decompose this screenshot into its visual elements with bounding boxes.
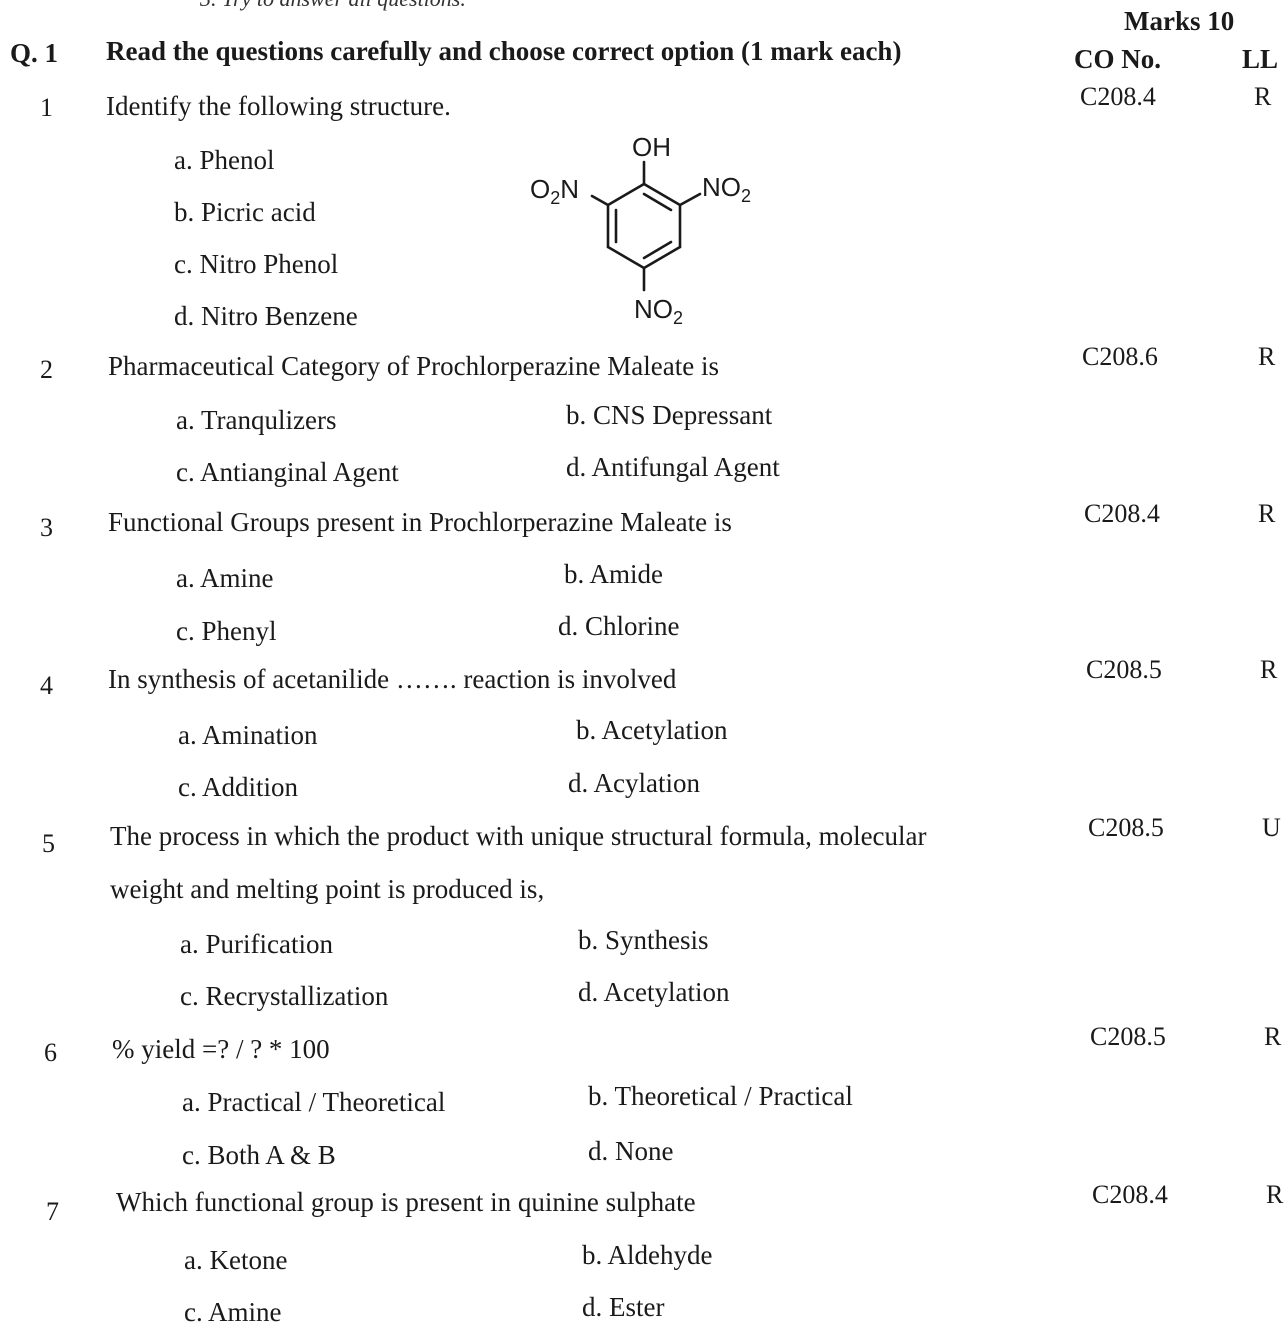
co-number: C208.5 xyxy=(1090,1022,1166,1051)
question-text-continued: weight and melting point is produced is, xyxy=(110,874,545,904)
option-c: c. Both A & B xyxy=(182,1140,336,1170)
option-c: c. Addition xyxy=(178,772,298,802)
co-number: C208.5 xyxy=(1086,655,1162,684)
option-b: b. Theoretical / Practical xyxy=(588,1081,853,1111)
question-text: The process in which the product with un… xyxy=(110,821,927,851)
option-c: c. Antianginal Agent xyxy=(176,457,399,487)
option-d: d. Ester xyxy=(582,1292,665,1322)
marks-label: Marks 10 xyxy=(1124,6,1235,36)
co-number: C208.5 xyxy=(1088,813,1164,842)
section-title: Read the questions carefully and choose … xyxy=(106,36,902,66)
option-b: b. CNS Depressant xyxy=(566,400,773,430)
learning-level: U xyxy=(1262,813,1281,842)
option-b: b. Picric acid xyxy=(174,197,316,227)
option-d: d. Acetylation xyxy=(578,977,730,1007)
question-text: Identify the following structure. xyxy=(106,91,451,121)
learning-level: R xyxy=(1266,1180,1284,1209)
question-number: 2 xyxy=(40,355,53,384)
co-number: C208.4 xyxy=(1092,1180,1168,1209)
question-text: Functional Groups present in Prochlorper… xyxy=(108,507,732,537)
co-number: C208.4 xyxy=(1084,499,1160,528)
learning-level: R xyxy=(1254,82,1272,111)
left-nitro-label: O2N xyxy=(530,174,579,208)
co-number: C208.6 xyxy=(1082,342,1158,371)
learning-level: R xyxy=(1258,342,1276,371)
question-number: 5 xyxy=(42,829,55,858)
learning-level: R xyxy=(1258,499,1276,528)
question-number: 6 xyxy=(44,1038,57,1067)
picric-acid-structure: OH O2N NO2 NO2 xyxy=(530,132,751,328)
option-c: c. Nitro Phenol xyxy=(174,249,339,279)
option-b: b. Synthesis xyxy=(578,925,709,955)
option-d: d. Chlorine xyxy=(558,611,680,641)
question-text: % yield =? / ? * 100 xyxy=(112,1034,330,1064)
instruction-text: 3. Try to answer all questions. xyxy=(200,0,466,12)
option-a: a. Phenol xyxy=(174,145,275,175)
option-b: b. Amide xyxy=(564,559,663,589)
option-c: c. Phenyl xyxy=(176,616,277,646)
hydroxyl-label: OH xyxy=(632,132,671,162)
option-d: d. Acylation xyxy=(568,768,700,798)
option-a: a. Purification xyxy=(180,929,333,959)
option-a: a. Ketone xyxy=(184,1245,288,1275)
section-label: Q. 1 xyxy=(10,38,59,68)
question-text: In synthesis of acetanilide ……. reaction… xyxy=(108,664,677,694)
option-b: b. Aldehyde xyxy=(582,1240,713,1270)
question-text: Which functional group is present in qui… xyxy=(116,1187,696,1217)
option-a: a. Practical / Theoretical xyxy=(182,1087,446,1117)
question-number: 3 xyxy=(40,513,53,542)
option-c: c. Recrystallization xyxy=(180,981,389,1011)
bottom-nitro-label: NO2 xyxy=(634,294,683,328)
question-number: 4 xyxy=(40,671,53,700)
option-a: a. Amination xyxy=(178,720,318,750)
co-number: C208.4 xyxy=(1080,82,1156,111)
question-number: 7 xyxy=(46,1197,59,1226)
ll-column-header: LL xyxy=(1242,44,1279,74)
option-c: c. Amine xyxy=(184,1297,282,1327)
option-d: d. Nitro Benzene xyxy=(174,301,358,331)
option-a: a. Tranqulizers xyxy=(176,405,337,435)
learning-level: R xyxy=(1260,655,1278,684)
question-number: 1 xyxy=(40,93,53,122)
learning-level: R xyxy=(1264,1022,1282,1051)
right-nitro-label: NO2 xyxy=(702,172,751,206)
option-b: b. Acetylation xyxy=(576,715,728,745)
option-d: d. None xyxy=(588,1136,674,1166)
option-d: d. Antifungal Agent xyxy=(566,452,780,482)
question-text: Pharmaceutical Category of Prochlorperaz… xyxy=(108,351,719,381)
co-column-header: CO No. xyxy=(1074,44,1161,74)
option-a: a. Amine xyxy=(176,563,274,593)
